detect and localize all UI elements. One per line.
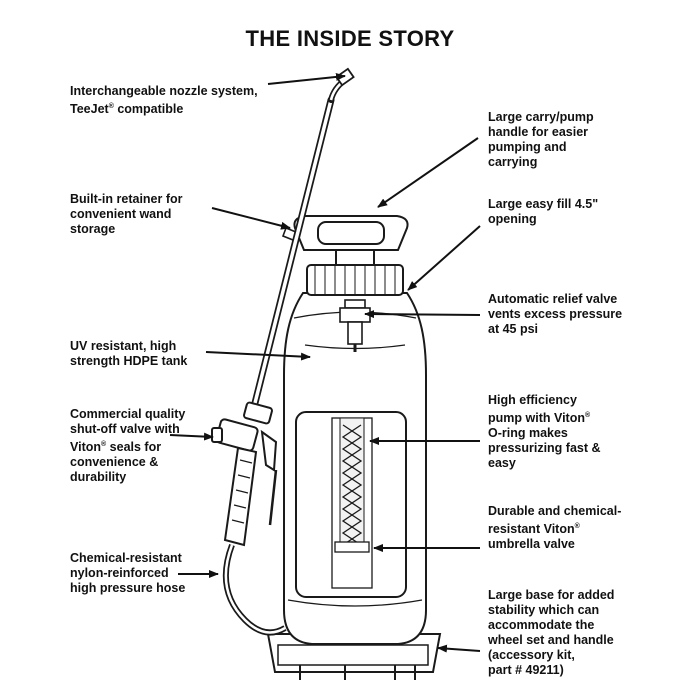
label-line: opening (488, 212, 537, 226)
label-fill: Large easy fill 4.5" opening (488, 197, 598, 227)
arrow-base (437, 644, 481, 653)
label-line: O-ring makes (488, 426, 568, 441)
arrow-retainer (211, 207, 291, 230)
label-line: accommodate the (488, 618, 595, 632)
label-line: High efficiency (488, 393, 577, 407)
label-line: high pressure hose (70, 581, 186, 595)
fill-cap (306, 249, 404, 296)
label-line: stability which can (488, 603, 600, 617)
label-line: (accessory kit, (488, 648, 575, 662)
label-line: resistant Viton® (488, 522, 580, 537)
label-valve: Commercial quality shut-off valve with V… (70, 407, 185, 485)
shutoff-valve (211, 401, 278, 547)
arrow-valve (169, 432, 214, 441)
label-line: Large base for added (488, 588, 615, 602)
label-line: UV resistant, high (70, 339, 177, 353)
label-hose: Chemical-resistant nylon-reinforced high… (70, 551, 185, 596)
carry-handle (293, 215, 409, 251)
label-line: Automatic relief valve (488, 292, 618, 306)
label-retainer: Built-in retainer for convenient wand st… (70, 192, 183, 237)
label-line: shut-off valve with (70, 422, 180, 436)
label-tank: UV resistant, high strength HDPE tank (70, 339, 187, 369)
label-line: Built-in retainer for (70, 192, 183, 206)
label-line: umbrella valve (488, 537, 575, 552)
callout-arrows (169, 72, 481, 653)
label-line: Viton® seals for (70, 440, 162, 455)
label-line: pressurizing fast & (488, 441, 601, 456)
label-handle: Large carry/pump handle for easier pumpi… (488, 110, 594, 170)
label-line: pump with Viton® (488, 411, 591, 426)
label-line: handle for easier (488, 125, 589, 139)
label-line: carrying (488, 155, 538, 169)
label-line: Chemical-resistant (70, 551, 182, 565)
label-line: easy (488, 456, 516, 471)
label-line: vents excess pressure (488, 307, 623, 321)
label-line: part # 49211) (488, 663, 564, 677)
label-line: convenient wand (70, 207, 172, 221)
label-line: strength HDPE tank (70, 354, 188, 368)
label-umbrella: Durable and chemical- resistant Viton® u… (488, 504, 621, 552)
label-line: Commercial quality (70, 407, 186, 421)
pressure-hose (222, 543, 287, 636)
pump-window (295, 411, 407, 598)
label-line: wheel set and handle (488, 633, 614, 647)
label-line: convenience & (70, 455, 159, 470)
label-line: at 45 psi (488, 322, 539, 336)
arrow-nozzle (267, 72, 346, 85)
label-line: TeeJet® compatible (70, 102, 184, 117)
label-line: durability (70, 470, 127, 485)
arrow-fill (407, 225, 481, 291)
label-line: Large easy fill 4.5" (488, 197, 599, 211)
label-line: pumping and (488, 140, 567, 154)
label-pump: High efficiency pump with Viton® O-ring … (488, 393, 601, 471)
diagram-title: THE INSIDE STORY (245, 26, 455, 51)
arrow-tank (205, 351, 311, 361)
label-relief: Automatic relief valve vents excess pres… (488, 292, 622, 337)
label-line: Interchangeable nozzle system, (70, 84, 258, 98)
label-line: storage (70, 222, 116, 236)
arrow-relief (364, 310, 481, 319)
label-line: Durable and chemical- (488, 504, 622, 518)
label-base: Large base for added stability which can… (488, 588, 614, 678)
label-line: nylon-reinforced (70, 566, 169, 580)
label-line: Large carry/pump (488, 110, 594, 124)
label-nozzle: Interchangeable nozzle system, TeeJet® c… (70, 84, 258, 117)
arrow-handle (377, 137, 479, 208)
